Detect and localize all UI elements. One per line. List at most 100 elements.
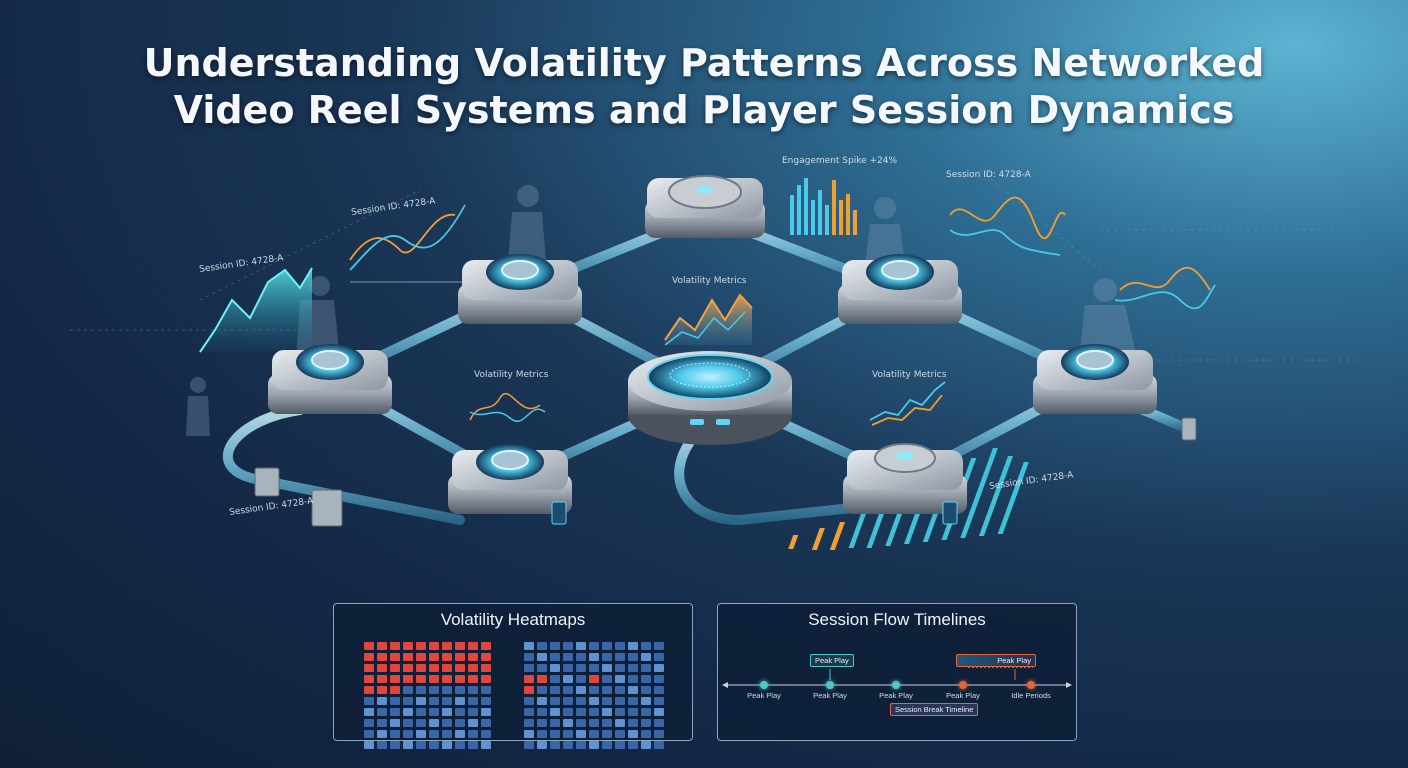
timeline-tag-upper-1: Peak Play: [810, 654, 854, 667]
timeline-point: [892, 681, 900, 689]
heatmap-cell: [524, 642, 534, 650]
heatmap-cell: [654, 653, 664, 661]
heatmap-cell: [455, 642, 465, 650]
heatmap-cell: [468, 653, 478, 661]
heatmap-cell: [641, 697, 651, 705]
heatmap-cell: [654, 642, 664, 650]
heatmap-cell: [390, 719, 400, 727]
heatmap-cell: [403, 653, 413, 661]
heatmap-cell: [654, 730, 664, 738]
heatmap-cell: [576, 675, 586, 683]
heatmap-cell: [429, 697, 439, 705]
heatmap-cell: [615, 730, 625, 738]
heatmap-cell: [416, 642, 426, 650]
heatmap-cell: [455, 708, 465, 716]
heatmap-cell: [468, 675, 478, 683]
heatmap-cell: [654, 664, 664, 672]
heatmap-cell: [455, 741, 465, 749]
heatmap-cell: [628, 730, 638, 738]
heatmap-cell: [377, 642, 387, 650]
heatmap-cell: [481, 708, 491, 716]
heatmap-cell: [550, 653, 560, 661]
heatmap-cell: [416, 741, 426, 749]
heatmap-cell: [403, 686, 413, 694]
heatmap-cell: [429, 664, 439, 672]
heatmap-cell: [403, 697, 413, 705]
heatmap-cell: [442, 697, 452, 705]
heatmap-cell: [576, 642, 586, 650]
heatmap-cell: [429, 686, 439, 694]
heatmap-cell: [537, 642, 547, 650]
heatmap-cell: [615, 642, 625, 650]
volatility-metrics-label-right: Volatility Metrics: [872, 370, 947, 380]
heatmap-cell: [442, 653, 452, 661]
heatmap-cell: [550, 675, 560, 683]
heatmap-cell: [602, 686, 612, 694]
heatmap-cell: [537, 653, 547, 661]
heatmap-cell: [602, 730, 612, 738]
heatmap-cell: [628, 741, 638, 749]
page-title: Understanding Volatility Patterns Across…: [0, 40, 1408, 134]
heatmap-cell: [602, 741, 612, 749]
heatmap-cell: [455, 664, 465, 672]
heatmap-cell: [364, 730, 374, 738]
heatmap-cell: [654, 708, 664, 716]
heatmap-cell: [628, 719, 638, 727]
center-metrics-chart: [664, 293, 753, 346]
heatmap-cell: [442, 642, 452, 650]
heatmap-cell: [524, 741, 534, 749]
heatmap-cell: [589, 708, 599, 716]
session-label-right-top: Session ID: 4728-A: [946, 170, 1031, 180]
volatility-heatmaps-panel: Volatility Heatmaps: [333, 603, 693, 749]
heatmap-cell: [615, 708, 625, 716]
heatmap-cell: [468, 686, 478, 694]
hub-node-left: [268, 344, 392, 414]
heatmap-cell: [550, 697, 560, 705]
heatmap-cell: [455, 675, 465, 683]
heatmap-cell: [364, 642, 374, 650]
heatmap-cell: [442, 730, 452, 738]
heatmap-cell: [550, 664, 560, 672]
heatmap-cell: [377, 741, 387, 749]
heatmap-cell: [550, 642, 560, 650]
heatmap-cell: [403, 719, 413, 727]
right-line-chart: [949, 196, 1066, 256]
heatmap-cell: [377, 653, 387, 661]
title-line-1: Understanding Volatility Patterns Across…: [143, 41, 1265, 85]
heatmap-cell: [377, 719, 387, 727]
heatmap-cell: [455, 719, 465, 727]
heatmap-cell: [390, 653, 400, 661]
heatmap-cell: [576, 653, 586, 661]
heatmap-cell: [364, 708, 374, 716]
heatmap-cell: [364, 719, 374, 727]
heatmap-cell: [524, 675, 534, 683]
timeline-point-label: Peak Play: [813, 691, 847, 700]
heatmap-cell: [403, 642, 413, 650]
heatmap-cell: [615, 697, 625, 705]
heatmap-cell: [390, 697, 400, 705]
heatmap-cell: [589, 719, 599, 727]
heatmap-cell: [641, 664, 651, 672]
timelines-panel-title: Session Flow Timelines: [808, 610, 986, 629]
heatmap-cell: [455, 697, 465, 705]
heatmap-cell: [615, 653, 625, 661]
heatmap-cell: [576, 719, 586, 727]
heatmap-cell: [628, 653, 638, 661]
heatmap-cell: [481, 719, 491, 727]
heatmap-cell: [524, 664, 534, 672]
timeline-point: [959, 681, 967, 689]
heatmap-cell: [563, 708, 573, 716]
timeline-point-label: Idle Periods: [1011, 691, 1051, 700]
heatmap-cell: [481, 741, 491, 749]
hub-node-left-upper: [458, 254, 582, 324]
heatmap-cell: [364, 697, 374, 705]
heatmap-cell: [416, 653, 426, 661]
hub-node-left-lower: [448, 444, 572, 525]
heatmap-cell: [524, 686, 534, 694]
heatmap-cell: [455, 686, 465, 694]
heatmap-cell: [537, 697, 547, 705]
heatmap-cell: [563, 642, 573, 650]
pipe-connectors: [254, 417, 1197, 527]
heatmap-cell: [524, 719, 534, 727]
heatmap-cell: [602, 708, 612, 716]
